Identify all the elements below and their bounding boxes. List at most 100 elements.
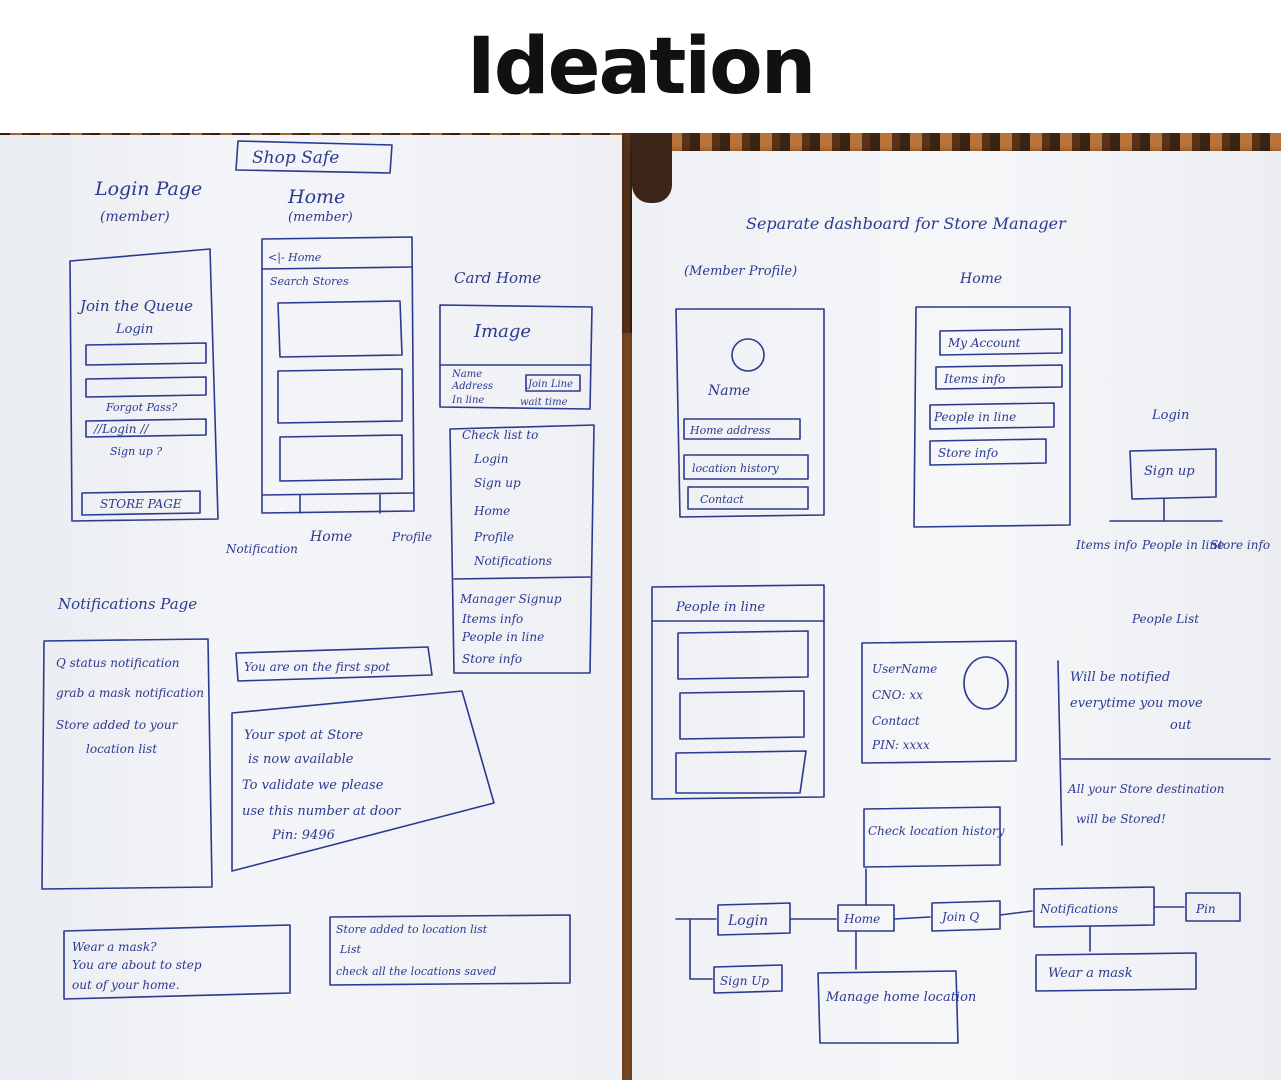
notebook-photo: Shop Safe Login Page (member) Home (memb… bbox=[0, 133, 1281, 1080]
notif-4: location list bbox=[86, 742, 157, 756]
card-home-title: Card Home bbox=[454, 269, 541, 287]
home-line-2: Search Stores bbox=[270, 275, 349, 288]
flow-joinq: Join Q bbox=[939, 910, 979, 924]
profile-contact: Contact bbox=[700, 493, 744, 506]
uc-4: PIN: xxxx bbox=[871, 738, 930, 752]
check-2: Sign up bbox=[474, 476, 521, 490]
app-name-box: Shop Safe bbox=[235, 140, 393, 174]
home-line-1: <|- Home bbox=[268, 251, 322, 265]
spot-3: To validate we please bbox=[242, 778, 384, 793]
notif-3: Store added to your bbox=[56, 718, 179, 732]
login-title: Login Page bbox=[94, 178, 202, 200]
checklist-title: Check list to bbox=[462, 428, 538, 442]
flow-signup: Sign Up bbox=[720, 974, 769, 988]
mhome-1: My Account bbox=[947, 336, 1021, 350]
manager-4: Store info bbox=[462, 652, 522, 666]
pil-title: People in line bbox=[675, 600, 765, 615]
login-sub: (member) bbox=[100, 209, 170, 225]
card-join: Join Line bbox=[526, 379, 573, 390]
page-heading: Ideation bbox=[466, 21, 817, 112]
mask-2: You are about to step bbox=[72, 958, 202, 972]
home-screen-sketch: <|- Home Search Stores Notification Home… bbox=[225, 236, 432, 556]
mask-1: Wear a mask? bbox=[72, 940, 157, 954]
first-spot-toast: You are on the first spot bbox=[235, 646, 433, 682]
nt-2: everytime you move bbox=[1070, 696, 1203, 711]
manager-header: Separate dashboard for Store Manager bbox=[746, 214, 1067, 233]
branch-2: People in line bbox=[1141, 538, 1224, 552]
card-inline: In line bbox=[451, 395, 484, 406]
auth-login: Login bbox=[1151, 408, 1189, 423]
mask-3: out of your home. bbox=[72, 978, 180, 992]
profile-title: (Member Profile) bbox=[684, 264, 797, 279]
people-in-line-sketch: People in line bbox=[651, 584, 825, 800]
uc-1: UserName bbox=[872, 662, 937, 676]
login-line-5: Sign up ? bbox=[110, 445, 162, 458]
notif-1: Q status notification bbox=[56, 656, 179, 670]
store-1: Store added to location list bbox=[336, 923, 488, 936]
sd-1: All your Store destination bbox=[1067, 782, 1224, 796]
app-name: Shop Safe bbox=[252, 148, 339, 168]
flow-history: Check location history bbox=[868, 824, 1005, 838]
flow-pin: Pin bbox=[1195, 902, 1216, 916]
check-5: Notifications bbox=[473, 554, 552, 568]
login-line-6: STORE PAGE bbox=[100, 497, 182, 511]
card-name: Name bbox=[451, 369, 482, 380]
card-sketch: Image Name Address Join Line In line wai… bbox=[439, 304, 593, 410]
flow-home: Home bbox=[843, 912, 880, 926]
sd-2: will be Stored! bbox=[1076, 812, 1166, 826]
nt-1: Will be notified bbox=[1070, 670, 1170, 685]
notif-screen-sketch: Q status notification grab a mask notifi… bbox=[41, 638, 213, 890]
manager-home-sketch: My Account Items info People in line Sto… bbox=[913, 306, 1071, 528]
nav-profile: Profile bbox=[391, 530, 432, 544]
uc-3: Contact bbox=[872, 714, 920, 728]
home-title: Home bbox=[287, 186, 345, 208]
profile-name: Name bbox=[707, 383, 750, 399]
login-line-2: Login bbox=[115, 322, 153, 337]
store-added-msg: Store added to location list List check … bbox=[329, 914, 571, 986]
mask-msg: Wear a mask? You are about to step out o… bbox=[63, 924, 291, 1000]
profile-screen-sketch: Name Home address location history Conta… bbox=[675, 308, 825, 518]
profile-address: Home address bbox=[689, 424, 771, 437]
login-line-4: //Login // bbox=[93, 422, 150, 436]
manager-1: Manager Signup bbox=[459, 592, 562, 606]
flow-mask: Wear a mask bbox=[1048, 966, 1133, 981]
nav-notif: Notification bbox=[225, 542, 298, 556]
login-screen-sketch: Join the Queue Login Forgot Pass? //Logi… bbox=[69, 248, 219, 522]
branch-3: Store info bbox=[1210, 538, 1270, 552]
spot-1: Your spot at Store bbox=[244, 728, 363, 743]
toast-first: You are on the first spot bbox=[244, 660, 390, 674]
people-list: People List bbox=[1131, 612, 1199, 626]
left-notebook-page bbox=[0, 135, 622, 1080]
login-line-3: Forgot Pass? bbox=[105, 401, 177, 414]
flow-diagram: Login Home Join Q Notifications Pin Sign… bbox=[675, 806, 1241, 1044]
flow-manage: Manage home location bbox=[825, 990, 976, 1005]
check-4: Profile bbox=[473, 530, 514, 544]
auth-signup: Sign up bbox=[1144, 464, 1195, 479]
spot-5: Pin: 9496 bbox=[271, 828, 335, 843]
card-image: Image bbox=[473, 321, 531, 342]
user-card-sketch: UserName CNO: xx Contact PIN: xxxx bbox=[861, 640, 1017, 764]
check-1: Login bbox=[473, 452, 508, 466]
branch-1: Items info bbox=[1075, 538, 1137, 552]
home-sub: (member) bbox=[288, 210, 353, 225]
notif-title: Notifications Page bbox=[57, 595, 197, 613]
check-3: Home bbox=[473, 504, 510, 518]
auth-flow-sketch: Login Sign up Items info People in line … bbox=[1075, 408, 1270, 626]
spot-4: use this number at door bbox=[242, 804, 401, 819]
mhome-2: Items info bbox=[943, 372, 1005, 386]
manager-2: Items info bbox=[461, 612, 523, 626]
mhome-3: People in line bbox=[933, 410, 1016, 424]
profile-history: location history bbox=[692, 462, 780, 475]
notify-note: Will be notified everytime you move out … bbox=[1057, 660, 1271, 846]
card-address: Address bbox=[451, 381, 493, 392]
flow-notif: Notifications bbox=[1039, 902, 1118, 916]
manager-3: People in line bbox=[461, 630, 544, 644]
right-home-title: Home bbox=[959, 271, 1002, 287]
card-wait: wait time bbox=[520, 397, 568, 408]
sketch-layer: Shop Safe Login Page (member) Home (memb… bbox=[41, 140, 1271, 1044]
notif-2: grab a mask notification bbox=[56, 686, 204, 700]
thumb bbox=[632, 133, 672, 203]
nav-home: Home bbox=[309, 529, 352, 545]
right-notebook-page bbox=[632, 151, 1281, 1080]
store-2: List bbox=[339, 943, 361, 956]
